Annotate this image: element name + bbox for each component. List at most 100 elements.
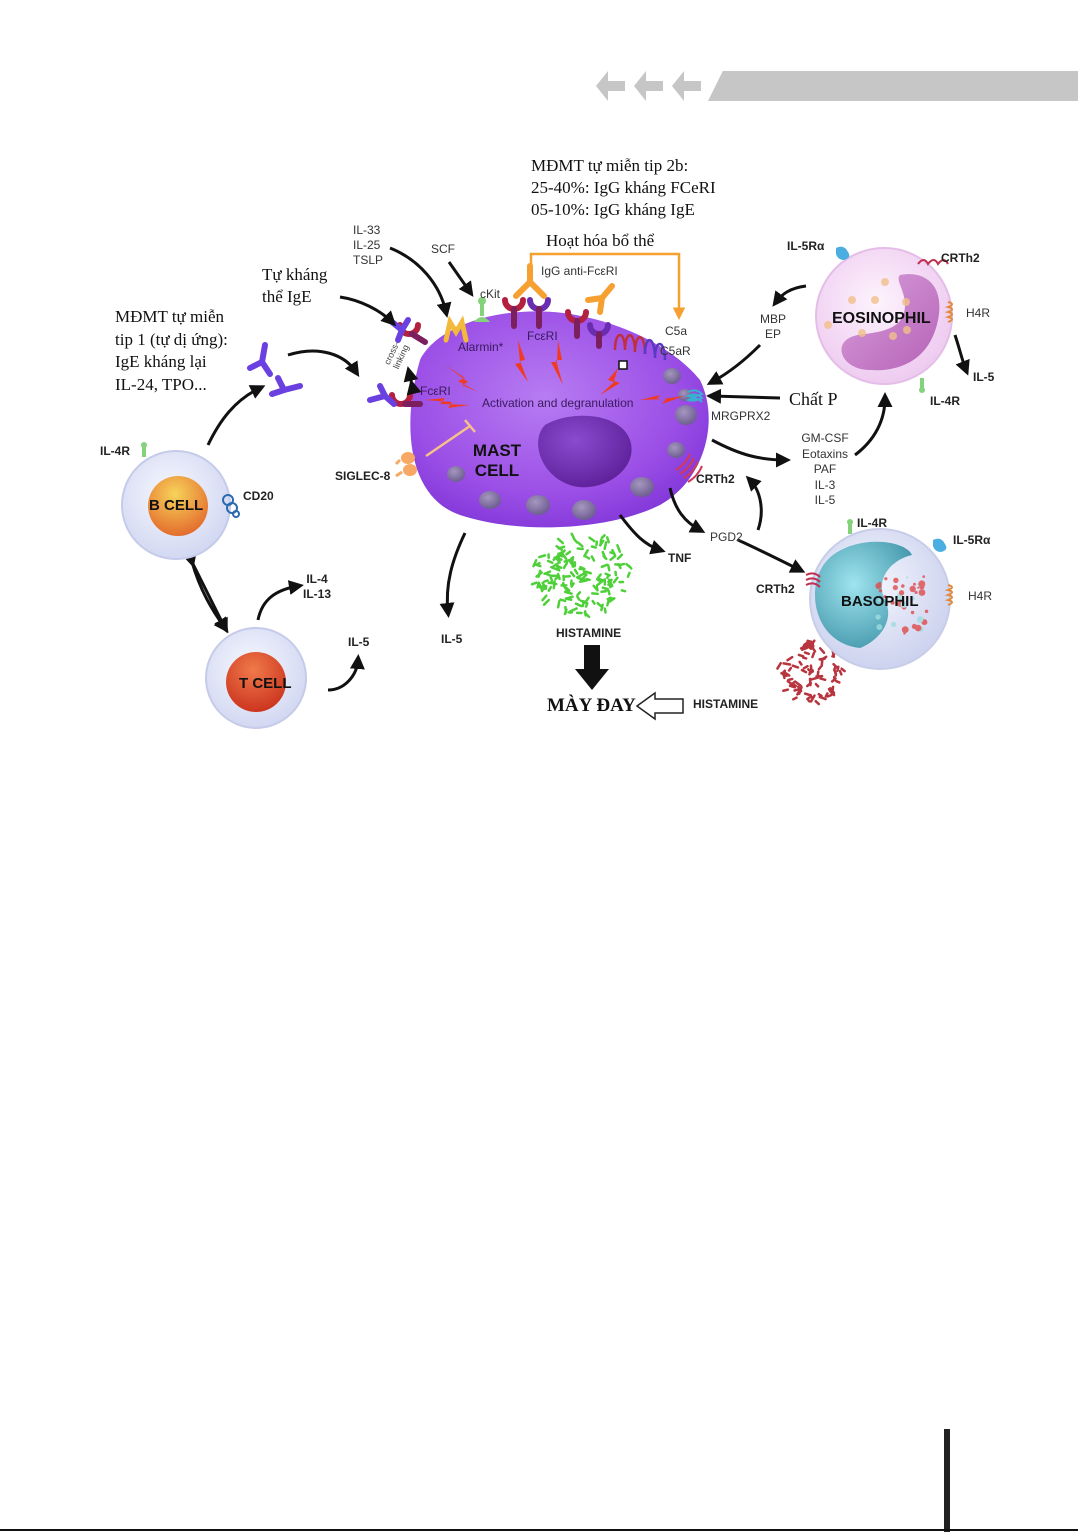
scf-label: SCF xyxy=(431,242,455,256)
complement-label: Hoạt hóa bổ thể xyxy=(546,231,655,250)
baso-h4r-receptor-icon xyxy=(944,584,953,606)
histamine-particle xyxy=(607,589,611,596)
eos-crth2-label: CRTh2 xyxy=(941,251,980,265)
histamine-particle xyxy=(584,570,592,575)
histamine-particle xyxy=(598,577,606,583)
histamine-particle xyxy=(563,558,571,563)
histamine-particle xyxy=(616,553,624,560)
basophil-granule xyxy=(919,584,925,590)
histamine-particle xyxy=(782,662,792,666)
histamine-green-particles xyxy=(530,532,633,619)
histamine-particle xyxy=(801,656,808,660)
histamine-particle xyxy=(838,669,843,676)
tcell-cytokine-item: IL-4 xyxy=(306,572,328,586)
basophil-granule xyxy=(892,585,898,591)
histamine-particle xyxy=(595,573,602,581)
substance-p-label: Chất P xyxy=(789,389,838,409)
basophil-granule xyxy=(924,609,929,614)
histamine-particle xyxy=(809,694,816,703)
histamine-particle xyxy=(569,607,578,613)
histamine-particle xyxy=(590,555,596,562)
histamine-particle xyxy=(603,607,607,614)
histamine-particle xyxy=(826,693,833,698)
eos-h4r-receptor-icon xyxy=(944,301,953,323)
mediator-item: IL-5 xyxy=(814,493,836,507)
histamine-particle xyxy=(607,578,614,588)
cd20-receptor-icon xyxy=(222,494,240,518)
type2b-note-line: 25-40%: IgG kháng FCeRI xyxy=(531,178,716,197)
type1-note-line: IgE kháng lại xyxy=(115,352,207,371)
histamine-particle xyxy=(554,575,560,581)
mast-cell-title-line: CELL xyxy=(474,461,520,480)
histamine-particle xyxy=(598,539,605,547)
histamine-particle xyxy=(600,603,604,612)
ckit-label: cKit xyxy=(480,287,501,301)
baso-il5ra-label: IL-5Rα xyxy=(953,533,991,547)
histamine-particle xyxy=(787,677,794,682)
histamine-particle xyxy=(542,598,551,606)
bcell-il4r-receptor-icon xyxy=(141,442,147,457)
histamine-particle xyxy=(583,549,589,558)
histamine-particle xyxy=(824,692,829,698)
mrgprx2-label: MRGPRX2 xyxy=(711,409,771,423)
bcell-il4r-label: IL-4R xyxy=(100,444,130,458)
basophil-granule xyxy=(916,616,924,623)
histamine-particle xyxy=(596,578,603,583)
basophil-granule xyxy=(893,577,899,584)
eos-il5-label: IL-5 xyxy=(973,370,995,384)
mediator-item: GM-CSF xyxy=(801,431,849,445)
histamine-particle xyxy=(797,653,805,658)
crth2-mast-receptor-icon xyxy=(675,453,703,483)
histamine-particle xyxy=(556,537,565,545)
eos-il4r-label: IL-4R xyxy=(930,394,960,408)
histamine-particle xyxy=(800,646,809,651)
histamine-particle xyxy=(805,644,813,650)
histamine-particle xyxy=(794,681,803,688)
histamine-particle xyxy=(534,563,542,568)
alarmin-item: IL-33 xyxy=(353,223,381,237)
basophil-granule xyxy=(898,590,905,596)
alarmin-item: IL-25 xyxy=(353,238,381,252)
histamine-particle xyxy=(800,668,808,674)
histamine-particle xyxy=(590,545,597,549)
histamine-particle xyxy=(562,561,569,570)
autoantibody-note-line: thể IgE xyxy=(262,287,312,306)
histamine-particle xyxy=(607,564,611,572)
mbp-ep-item: EP xyxy=(765,327,782,341)
basophil-granule xyxy=(917,586,920,589)
histamine-particle xyxy=(603,541,608,551)
hollow-left-arrow-icon xyxy=(635,691,684,721)
histamine-particle xyxy=(556,599,561,609)
histamine-particle xyxy=(835,679,841,684)
basophil-granule xyxy=(906,576,909,579)
histamine-particle xyxy=(810,676,819,681)
histamine-particle xyxy=(564,605,568,614)
histamine-particle xyxy=(542,585,548,591)
basophil-granule xyxy=(911,623,917,629)
histamine-particle xyxy=(799,643,809,650)
histamine-particle xyxy=(560,552,568,561)
histamine-particle xyxy=(543,579,549,583)
alarmin-receptor-label: Alarmin* xyxy=(458,340,504,354)
histamine-particle xyxy=(574,602,583,608)
tnf-label: TNF xyxy=(668,551,692,565)
type2b-note-line: MĐMT tự miễn tip 2b: xyxy=(531,156,689,175)
eos-il5ra-label: IL-5Rα xyxy=(787,239,825,253)
histamine-particle xyxy=(809,639,816,648)
histamine-particle xyxy=(618,562,626,567)
histamine-particle xyxy=(565,586,571,592)
crth2-mast-label: CRTh2 xyxy=(696,472,735,486)
mast-cell-granules xyxy=(447,368,697,520)
histamine-mast-label: HISTAMINE xyxy=(556,626,622,640)
tcell-il5-label: IL-5 xyxy=(348,635,370,649)
eosinophil-title: EOSINOPHIL xyxy=(832,310,931,327)
siglec8-inhibition-line xyxy=(425,419,476,458)
baso-crth2-receptor-icon xyxy=(805,572,821,588)
histamine-particle xyxy=(814,682,820,688)
histamine-particle xyxy=(592,584,599,591)
histamine-particle xyxy=(786,655,794,662)
baso-il4r-receptor-icon xyxy=(847,519,853,534)
eosinophil xyxy=(815,246,953,393)
header-band xyxy=(708,71,1078,101)
histamine-particle xyxy=(786,679,794,686)
